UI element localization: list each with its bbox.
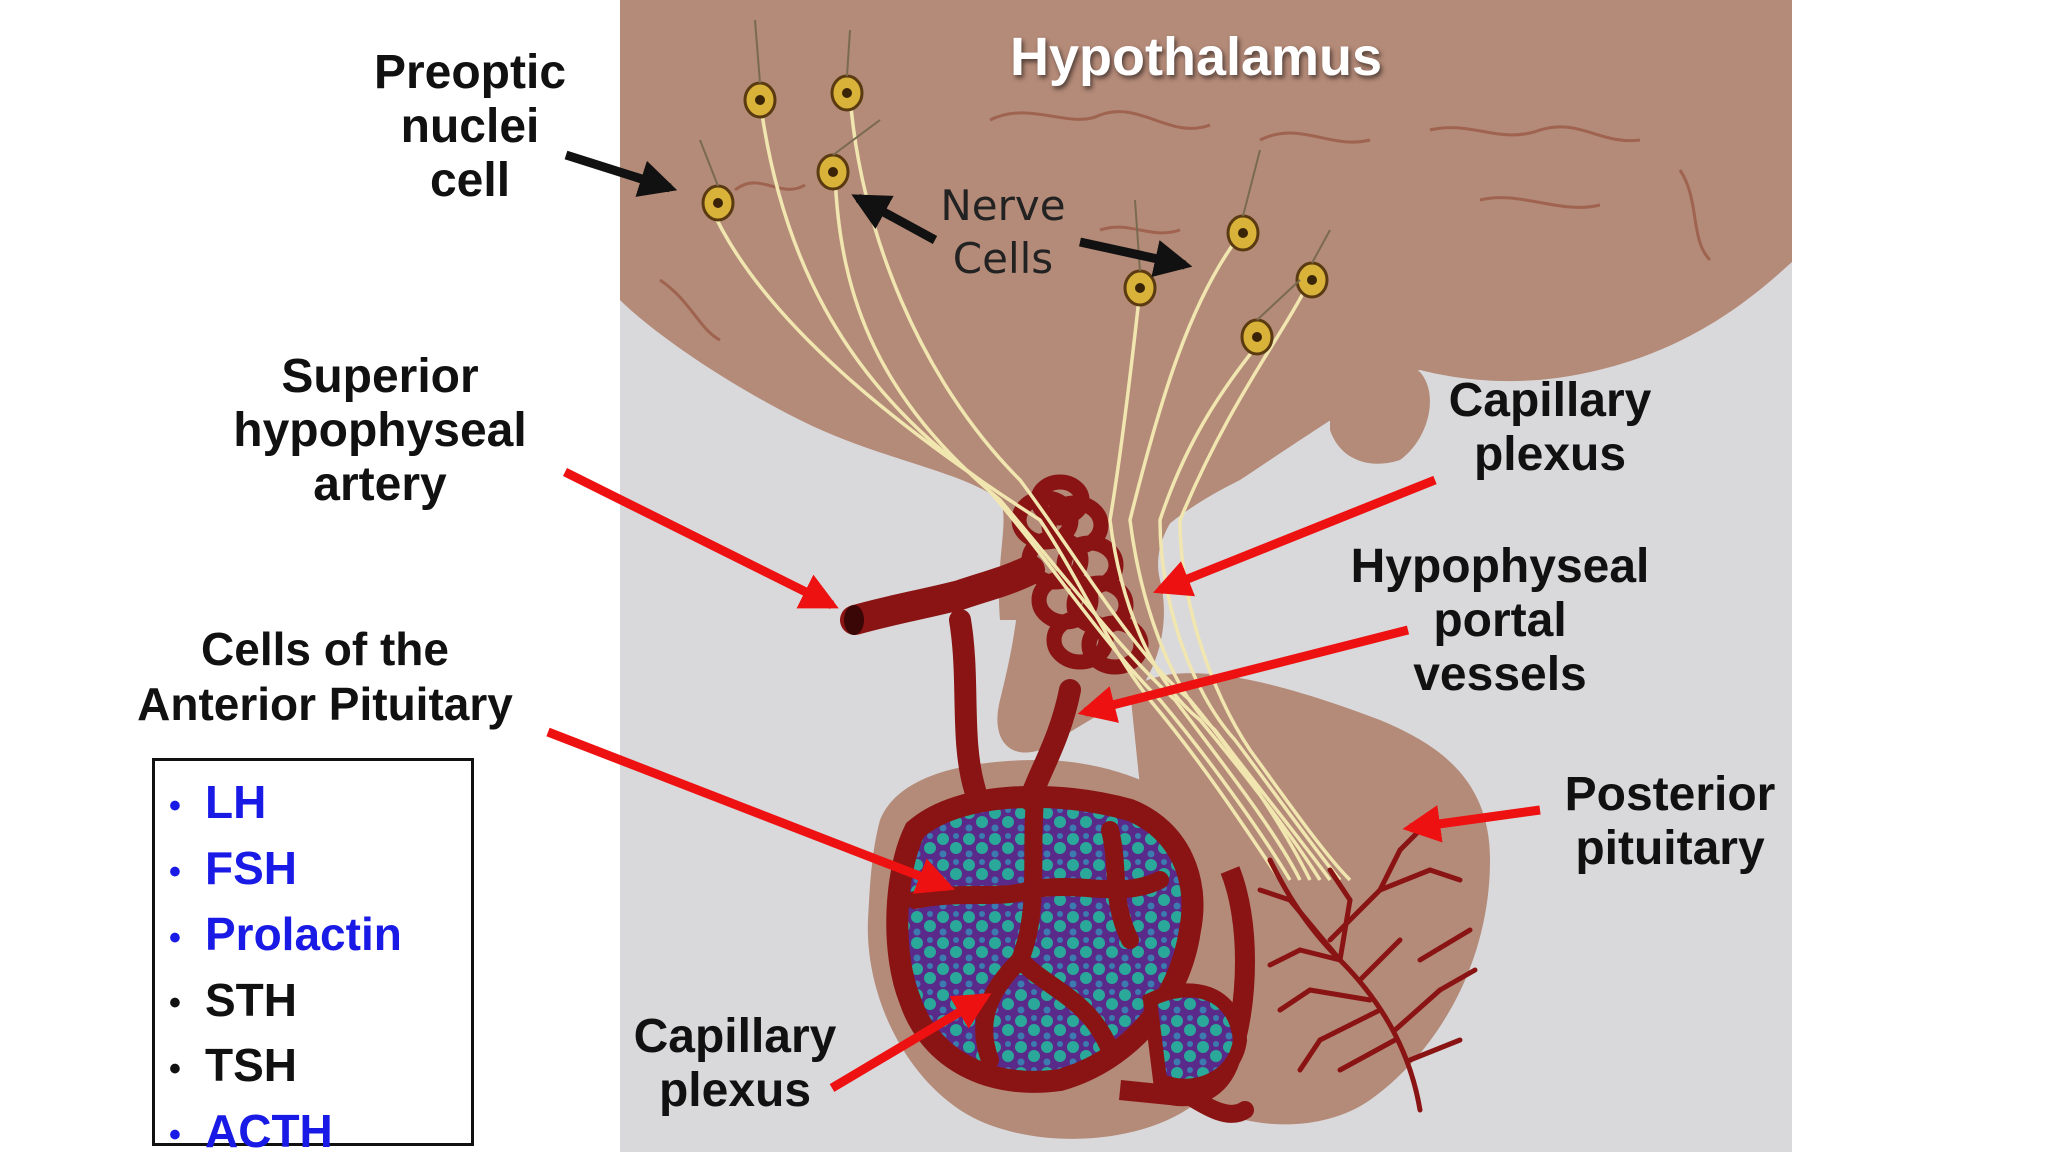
label-nerve-cells: Nerve Cells xyxy=(940,181,1066,283)
nerve-axons xyxy=(708,94,1352,882)
arrow-preoptic xyxy=(564,150,678,197)
hormone-list: • LH • FSH • Prolactin • STH • TSH • ACTH xyxy=(155,761,471,1152)
chiasm-bump xyxy=(1330,360,1430,464)
arrow-capillary-upper xyxy=(1152,475,1437,597)
hormone-item: • Prolactin xyxy=(169,903,471,969)
hormone-item: • FSH xyxy=(169,837,471,903)
hormone-item: • STH xyxy=(169,969,471,1035)
label-superior-artery: Superior hypophyseal artery xyxy=(233,350,527,512)
bullet-icon: • xyxy=(169,918,181,957)
hormone-name: STH xyxy=(205,973,297,1026)
hormone-list-box: • LH • FSH • Prolactin • STH • TSH • ACTH xyxy=(152,758,474,1152)
bullet-icon: • xyxy=(169,786,181,825)
bullet-icon: • xyxy=(169,984,181,1023)
label-portal-vessels: Hypophyseal portal vessels xyxy=(1350,540,1650,702)
arrow-anterior-cells xyxy=(546,727,956,894)
bullet-icon: • xyxy=(169,1050,181,1089)
artery-opening xyxy=(844,605,864,635)
hormone-item: • LH xyxy=(169,771,471,837)
label-capillary-plexus-lower: Capillary plexus xyxy=(633,1010,837,1118)
title-hypothalamus: Hypothalamus xyxy=(1010,27,1383,87)
upper-capillary-coils xyxy=(1011,474,1149,675)
arrow-portal xyxy=(1077,625,1410,723)
portal-vessels xyxy=(949,609,1081,811)
arrow-nerve-right xyxy=(1079,237,1193,277)
posterior-capillary-tree xyxy=(1257,827,1478,1113)
arrow-posterior xyxy=(1402,805,1541,843)
hormone-name: TSH xyxy=(205,1039,297,1092)
arrow-nerve-left xyxy=(851,194,938,244)
hormone-name: ACTH xyxy=(205,1105,333,1152)
hormone-item: • ACTH xyxy=(169,1100,471,1152)
hormone-item: • TSH xyxy=(169,1034,471,1100)
hormone-name: Prolactin xyxy=(205,907,402,960)
bullet-icon: • xyxy=(169,852,181,891)
arrow-capillary-lower xyxy=(829,993,992,1092)
hormone-name: LH xyxy=(205,776,267,828)
hypothalamus-tissue xyxy=(620,0,1792,620)
arrow-superior-artery xyxy=(562,467,839,610)
superior-artery xyxy=(840,555,1045,635)
hormone-name: FSH xyxy=(205,841,297,894)
label-preoptic: Preoptic nuclei cell xyxy=(373,46,567,208)
nerve-cell-nuclei xyxy=(713,88,1317,342)
bullet-icon: • xyxy=(169,1116,181,1152)
tissue-wrinkles xyxy=(659,110,1712,342)
label-anterior-cells: Cells of the Anterior Pituitary xyxy=(137,623,513,731)
label-posterior-pituitary: Posterior pituitary xyxy=(1564,768,1776,876)
label-capillary-plexus-upper: Capillary plexus xyxy=(1448,374,1652,482)
